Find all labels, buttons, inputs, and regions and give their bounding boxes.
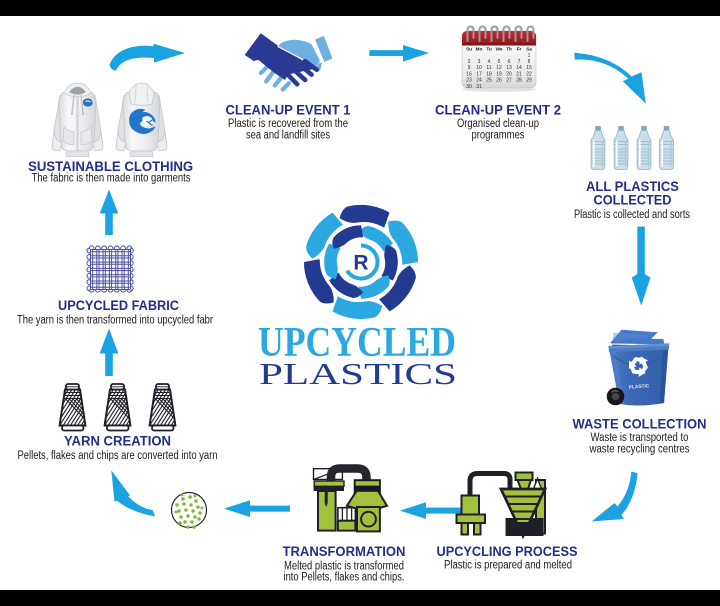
svg-text:into Pellets, flakes and chips: into Pellets, flakes and chips. bbox=[284, 572, 405, 584]
svg-text:4: 4 bbox=[488, 59, 491, 65]
svg-text:Organised clean-up: Organised clean-up bbox=[457, 118, 539, 130]
svg-text:COLLECTED: COLLECTED bbox=[594, 193, 672, 208]
svg-text:We: We bbox=[496, 47, 503, 52]
svg-text:The yarn is then transformed i: The yarn is then transformed into upcycl… bbox=[17, 315, 213, 327]
svg-text:ALL PLASTICS: ALL PLASTICS bbox=[586, 179, 679, 194]
svg-text:Tu: Tu bbox=[486, 47, 491, 52]
svg-text:Waste is transported to: Waste is transported to bbox=[591, 432, 689, 444]
svg-text:Th: Th bbox=[506, 47, 512, 52]
svg-text:27: 27 bbox=[506, 78, 512, 84]
svg-text:18: 18 bbox=[486, 71, 492, 77]
svg-text:waste recycling centres: waste recycling centres bbox=[589, 444, 690, 456]
svg-text:sea and landfill sites: sea and landfill sites bbox=[246, 130, 330, 142]
svg-text:The fabric is then made into g: The fabric is then made into garments bbox=[32, 173, 191, 185]
svg-text:Plastic is prepared and melted: Plastic is prepared and melted bbox=[444, 560, 572, 572]
svg-text:CLEAN-UP EVENT 1: CLEAN-UP EVENT 1 bbox=[226, 103, 351, 118]
svg-text:17: 17 bbox=[476, 71, 482, 77]
svg-text:2: 2 bbox=[468, 59, 471, 65]
svg-text:31: 31 bbox=[476, 84, 482, 90]
svg-text:10: 10 bbox=[476, 65, 482, 71]
svg-text:3: 3 bbox=[478, 59, 481, 65]
svg-text:UPCYCLED FABRIC: UPCYCLED FABRIC bbox=[58, 298, 179, 313]
svg-text:21: 21 bbox=[516, 71, 522, 77]
svg-text:WASTE COLLECTION: WASTE COLLECTION bbox=[573, 417, 707, 432]
svg-text:PLASTIC: PLASTIC bbox=[628, 383, 649, 390]
svg-text:9: 9 bbox=[468, 65, 471, 71]
svg-text:Fr: Fr bbox=[517, 47, 522, 52]
svg-text:R: R bbox=[353, 252, 368, 275]
svg-text:UPCYCLED: UPCYCLED bbox=[258, 320, 456, 366]
svg-text:YARN CREATION: YARN CREATION bbox=[64, 434, 171, 449]
svg-text:14: 14 bbox=[516, 65, 522, 71]
svg-text:Sa: Sa bbox=[526, 47, 532, 52]
svg-text:23: 23 bbox=[466, 78, 472, 84]
svg-text:19: 19 bbox=[496, 71, 502, 77]
svg-text:UPCYCLING PROCESS: UPCYCLING PROCESS bbox=[437, 544, 578, 559]
svg-text:Melted plastic is transformed: Melted plastic is transformed bbox=[284, 561, 404, 573]
svg-text:26: 26 bbox=[496, 78, 502, 84]
svg-text:24: 24 bbox=[476, 78, 482, 84]
svg-text:Pellets, flakes and chips are: Pellets, flakes and chips are converted … bbox=[18, 450, 218, 462]
svg-text:PLASTICS: PLASTICS bbox=[259, 356, 457, 391]
svg-text:SUSTAINABLE CLOTHING: SUSTAINABLE CLOTHING bbox=[28, 159, 193, 174]
svg-text:20: 20 bbox=[506, 71, 512, 77]
svg-text:11: 11 bbox=[486, 65, 491, 71]
svg-text:8: 8 bbox=[528, 59, 531, 65]
svg-text:15: 15 bbox=[526, 65, 532, 71]
svg-text:programmes: programmes bbox=[472, 130, 525, 142]
svg-text:16: 16 bbox=[466, 71, 472, 77]
svg-text:6: 6 bbox=[508, 59, 511, 65]
svg-text:CLEAN-UP EVENT 2: CLEAN-UP EVENT 2 bbox=[435, 103, 561, 118]
svg-text:Plastic is recovered from the: Plastic is recovered from the bbox=[228, 118, 348, 130]
svg-text:TRANSFORMATION: TRANSFORMATION bbox=[283, 544, 406, 559]
svg-text:12: 12 bbox=[496, 65, 502, 71]
svg-text:Plastic is collected and sorts: Plastic is collected and sorts bbox=[574, 209, 690, 221]
svg-text:1: 1 bbox=[528, 53, 531, 59]
svg-text:30: 30 bbox=[466, 84, 472, 90]
svg-text:Su: Su bbox=[466, 47, 472, 52]
svg-text:22: 22 bbox=[526, 71, 532, 77]
svg-text:7: 7 bbox=[518, 59, 521, 65]
svg-text:5: 5 bbox=[498, 59, 501, 65]
svg-text:28: 28 bbox=[516, 78, 522, 84]
svg-text:25: 25 bbox=[486, 78, 492, 84]
svg-text:29: 29 bbox=[526, 78, 532, 84]
svg-text:13: 13 bbox=[506, 65, 512, 71]
svg-text:Mo: Mo bbox=[476, 47, 483, 52]
